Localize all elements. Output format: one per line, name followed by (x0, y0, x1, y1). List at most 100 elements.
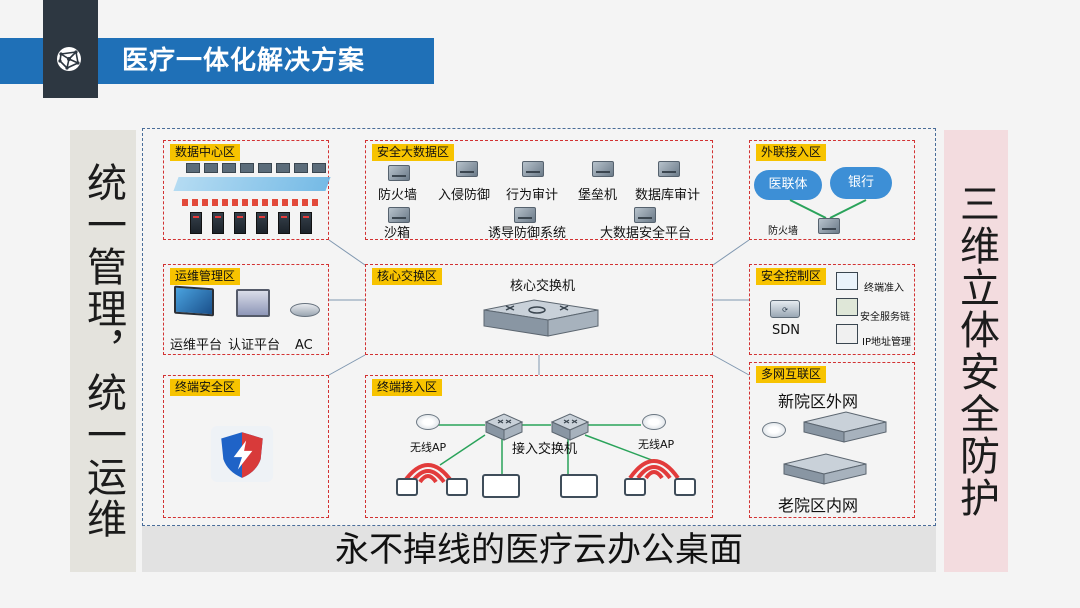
device-label: 无线AP (638, 438, 675, 451)
device-label: 运维平台 (170, 338, 223, 353)
device-label: 诱导防御系统 (488, 226, 567, 241)
zone-tag: 外联接入区 (756, 144, 827, 161)
decoy-appliance-icon (514, 207, 536, 223)
service-chain-screen-icon (836, 298, 858, 316)
device-label: 无线AP (410, 441, 447, 454)
cloud-label: 医联体 (768, 177, 808, 192)
sdn-controller-icon: ⟳ (770, 300, 800, 318)
wifi-signal-icon (628, 459, 680, 480)
left-banner: 统一管理，统一运维 (70, 130, 136, 572)
monitor-icon (294, 163, 308, 173)
zone-tag: 终端接入区 (372, 379, 443, 396)
zone-tag: 核心交换区 (372, 268, 443, 285)
device-label: 入侵防御 (438, 188, 491, 203)
access-switch-icon (550, 413, 590, 441)
tablet-icon (624, 478, 646, 496)
wireless-ap-icon (642, 414, 666, 430)
zone-external: 外联接入区 (749, 140, 915, 240)
device-label: 安全服务链 (860, 312, 910, 323)
router-icon (762, 422, 786, 438)
device-label: 核心交换机 (510, 279, 576, 294)
network-label: 老院区内网 (778, 496, 859, 515)
server-icon (278, 212, 290, 234)
firewall-appliance-icon (388, 165, 410, 181)
monitor-icon (222, 163, 236, 173)
auth-platform-monitor-icon (236, 289, 270, 317)
device-label: 防火墙 (768, 226, 798, 237)
external-links (789, 199, 867, 219)
monitor-icon (312, 163, 326, 173)
device-label: AC (295, 338, 313, 353)
ac-device-icon (290, 303, 320, 317)
zone-terminal-access: 终端接入区 (365, 375, 713, 518)
bottom-band (142, 526, 936, 572)
cloud-bank: 银行 (830, 167, 892, 199)
tablet-icon (396, 478, 418, 496)
tablet-icon (674, 478, 696, 496)
bottom-caption: 永不掉线的医疗云办公桌面 (335, 530, 743, 570)
sandbox-appliance-icon (388, 207, 410, 223)
shield-icon (210, 426, 274, 482)
device-label: 终端准入 (864, 283, 904, 294)
server-icon (212, 212, 224, 234)
terminal-access-screen-icon (836, 272, 858, 290)
zone-multinet: 多网互联区 (749, 362, 915, 518)
firewall-appliance-icon (818, 218, 840, 234)
device-label: 认证平台 (228, 338, 281, 353)
cloud-label: 银行 (847, 175, 874, 190)
device-label: IP地址管理 (862, 337, 911, 348)
bastion-appliance-icon (592, 161, 614, 177)
device-label: 防火墙 (378, 188, 418, 203)
device-label: 堡垒机 (578, 188, 618, 203)
ip-management-screen-icon (836, 324, 858, 344)
outer-network-switch-icon (803, 411, 887, 443)
inner-network-switch-icon (783, 453, 867, 485)
right-banner-text: 三维立体安全防护 (953, 183, 999, 519)
access-switch-icon (484, 413, 524, 441)
zone-core: 核心交换区 (365, 264, 713, 355)
zone-ops: 运维管理区 (163, 264, 329, 355)
zone-terminal-security: 终端安全区 (163, 375, 329, 518)
zone-tag: 运维管理区 (170, 268, 241, 285)
device-label: 大数据安全平台 (600, 226, 692, 241)
network-globe-icon (57, 47, 81, 71)
device-label: SDN (772, 323, 800, 338)
core-switch-icon (483, 299, 599, 337)
thin-client-screen-icon (482, 474, 520, 498)
device-label: 沙箱 (384, 226, 411, 241)
right-banner: 三维立体安全防护 (944, 130, 1008, 572)
disk-row (182, 199, 318, 206)
device-label: 接入交换机 (512, 442, 578, 457)
audit-appliance-icon (522, 161, 544, 177)
storage-plane (173, 177, 331, 191)
monitor-icon (276, 163, 290, 173)
monitor-icon (186, 163, 200, 173)
tablet-icon (446, 478, 468, 496)
zone-bigdata: 安全大数据区 (365, 140, 713, 240)
left-banner-text: 统一管理，统一运维 (80, 162, 126, 540)
network-label: 新院区外网 (778, 392, 859, 411)
db-audit-appliance-icon (658, 161, 680, 177)
device-label: 数据库审计 (635, 188, 701, 203)
device-label: 行为审计 (506, 188, 559, 203)
zone-security-control: 安全控制区 (749, 264, 915, 355)
cloud-medical-alliance: 医联体 (754, 170, 822, 200)
zone-tag: 安全控制区 (756, 268, 827, 285)
wireless-ap-icon (416, 414, 440, 430)
architecture-frame (142, 128, 936, 526)
monitor-icon (240, 163, 254, 173)
bigdata-platform-icon (634, 207, 656, 223)
ips-appliance-icon (456, 161, 478, 177)
thin-client-screen-icon (560, 474, 598, 498)
monitor-icon (204, 163, 218, 173)
zone-tag: 数据中心区 (170, 144, 241, 161)
server-icon (234, 212, 246, 234)
zone-tag: 多网互联区 (756, 366, 827, 383)
zone-tag: 安全大数据区 (372, 144, 455, 161)
ops-platform-monitor-icon (174, 285, 214, 317)
server-icon (300, 212, 312, 234)
zone-tag: 终端安全区 (170, 379, 241, 396)
server-icon (190, 212, 202, 234)
server-icon (256, 212, 268, 234)
page-title: 医疗一体化解决方案 (122, 46, 366, 76)
